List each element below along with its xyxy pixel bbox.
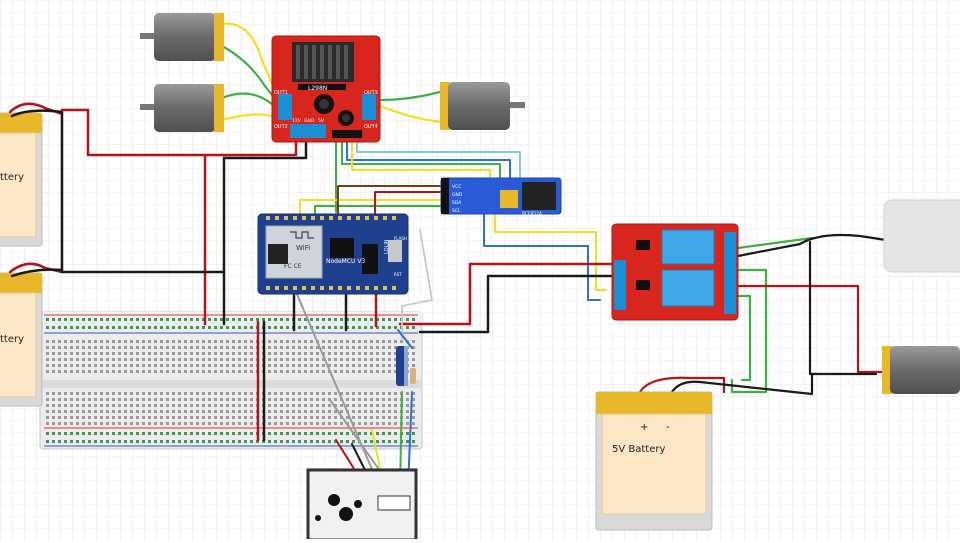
out2-label: OUT2 [274,124,288,130]
capacitor [396,346,408,386]
mcu-lolin-label: LOLIN [384,239,390,254]
motor-right-top [440,82,525,130]
out4-label: OUT4 [364,124,378,130]
mcu-name-label: NodeMCU V3 [326,258,365,265]
i2c-sda-label: SDA [452,200,462,206]
i2c-gnd-label: GND [452,192,463,198]
i2c-vcc-label: VCC [452,184,461,190]
i2c-module: VCC GND SDA SCL PCF8574 [440,177,562,217]
i2c-scl-label: SCL [452,208,461,214]
mcu-flash-label: FLASH [394,236,407,241]
v5-label: 5V [318,118,325,124]
motor-right-bottom [882,346,960,394]
battery-left-top: ttery [0,112,43,247]
nodemcu-board: WiFi FC CE NodeMCU V3 FLASH RST LOLIN [257,213,409,295]
battery-5v-plus: + [640,422,648,433]
battery-5v-minus: - [666,422,670,433]
out3-label: OUT3 [364,90,378,96]
mcu-cert-label: FC CE [284,263,302,270]
dust-sensor [306,468,418,542]
wires [8,22,888,489]
v12-label: 12V [292,118,302,124]
mcu-wifi-label: WiFi [296,244,310,252]
l298n-driver: L298N OUT1 OUT2 OUT3 OUT4 12V GND 5V [271,35,381,143]
relay-module [611,223,739,321]
battery-left-bottom-label: ttery [0,334,24,345]
battery-left-bottom: ttery [0,272,43,407]
pump-device [883,199,960,273]
mcu-rst-label: RST [394,272,402,277]
resistor [410,368,416,384]
i2c-chip-label: PCF8574 [522,211,542,217]
battery-5v-label: 5V Battery [612,444,665,455]
battery-left-top-label: ttery [0,172,24,183]
motor-left-bottom [140,84,224,132]
battery-5v: + - 5V Battery [595,391,713,531]
driver-chip-label: L298N [308,85,327,92]
motor-left-top [140,13,224,61]
breadboard [39,311,423,450]
gnd-label: GND [304,118,315,124]
out1-label: OUT1 [274,90,288,96]
